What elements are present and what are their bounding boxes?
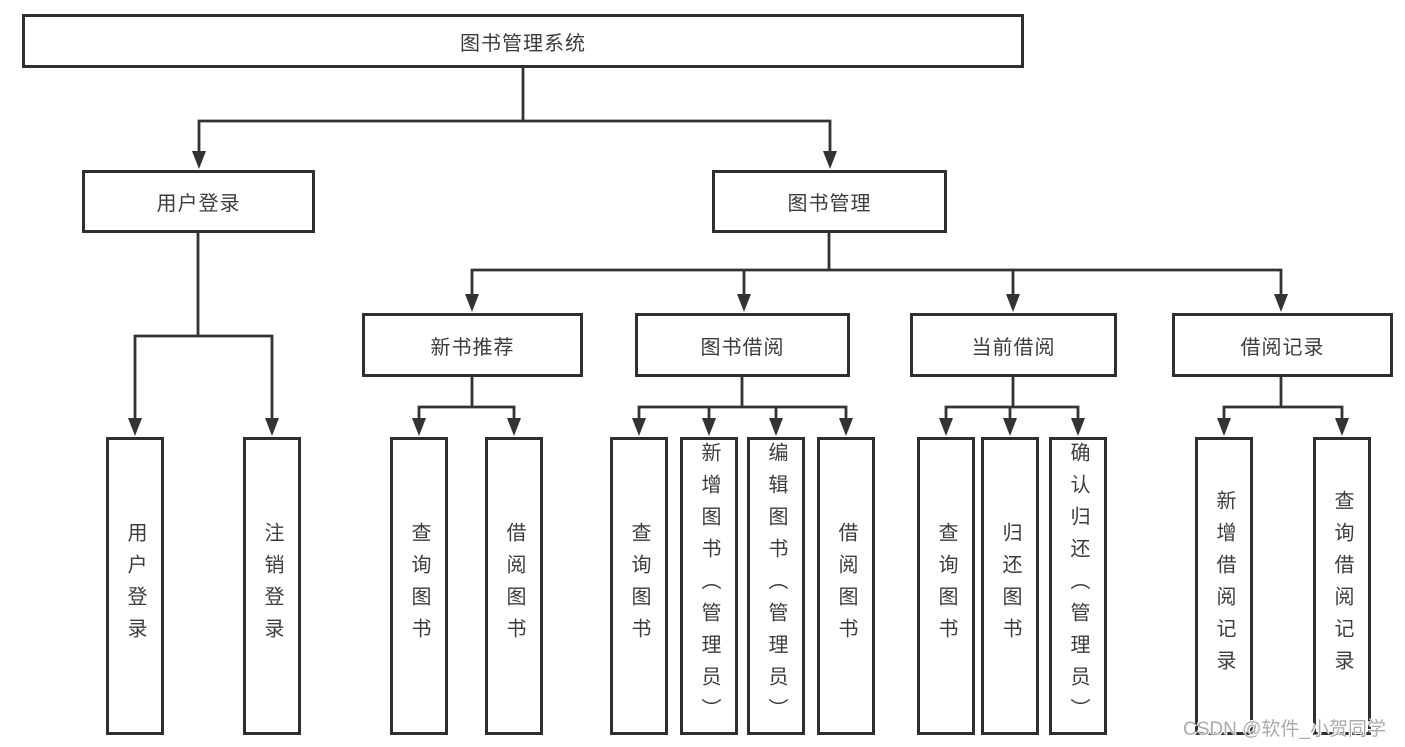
node-leaf-nb-borrow-books: 借阅图书 bbox=[485, 437, 543, 735]
node-borrow-records: 借阅记录 bbox=[1172, 313, 1393, 377]
node-new-books: 新书推荐 bbox=[362, 313, 583, 377]
node-leaf-cb-query-books: 查询图书 bbox=[917, 437, 975, 735]
node-leaf-cb-confirm-return-admin: 确认归还（管理员） bbox=[1049, 437, 1107, 735]
watermark: CSDN @软件_小贺同学 bbox=[1183, 719, 1386, 740]
node-leaf-cb-return-books: 归还图书 bbox=[981, 437, 1039, 735]
node-current-borrowing-label: 当前借阅 bbox=[971, 336, 1056, 359]
node-new-books-label: 新书推荐 bbox=[430, 336, 515, 359]
node-borrow-records-label: 借阅记录 bbox=[1240, 336, 1325, 359]
node-book-management-label: 图书管理 bbox=[787, 193, 872, 215]
node-leaf-bb-query-books: 查询图书 bbox=[610, 437, 668, 735]
node-leaf-nb-query-books: 查询图书 bbox=[390, 437, 448, 735]
node-root-label: 图书管理系统 bbox=[460, 32, 586, 55]
node-user-login-branch: 用户登录 bbox=[82, 170, 315, 233]
node-leaf-bb-borrow-books: 借阅图书 bbox=[817, 437, 875, 735]
node-book-borrowing: 图书借阅 bbox=[635, 313, 850, 377]
node-leaf-bb-edit-books-admin: 编辑图书（管理员） bbox=[747, 437, 805, 735]
node-leaf-bb-add-books-admin: 新增图书（管理员） bbox=[680, 437, 738, 735]
node-leaf-logout: 注销登录 bbox=[243, 437, 301, 735]
node-leaf-br-add-record: 新增借阅记录 bbox=[1195, 437, 1253, 735]
node-book-management: 图书管理 bbox=[712, 170, 947, 233]
node-current-borrowing: 当前借阅 bbox=[910, 313, 1117, 377]
node-user-login-branch-label: 用户登录 bbox=[156, 193, 241, 215]
node-leaf-br-query-record: 查询借阅记录 bbox=[1313, 437, 1371, 735]
node-book-borrowing-label: 图书借阅 bbox=[700, 336, 785, 359]
node-root: 图书管理系统 bbox=[22, 14, 1024, 68]
node-leaf-user-login: 用户登录 bbox=[106, 437, 164, 735]
